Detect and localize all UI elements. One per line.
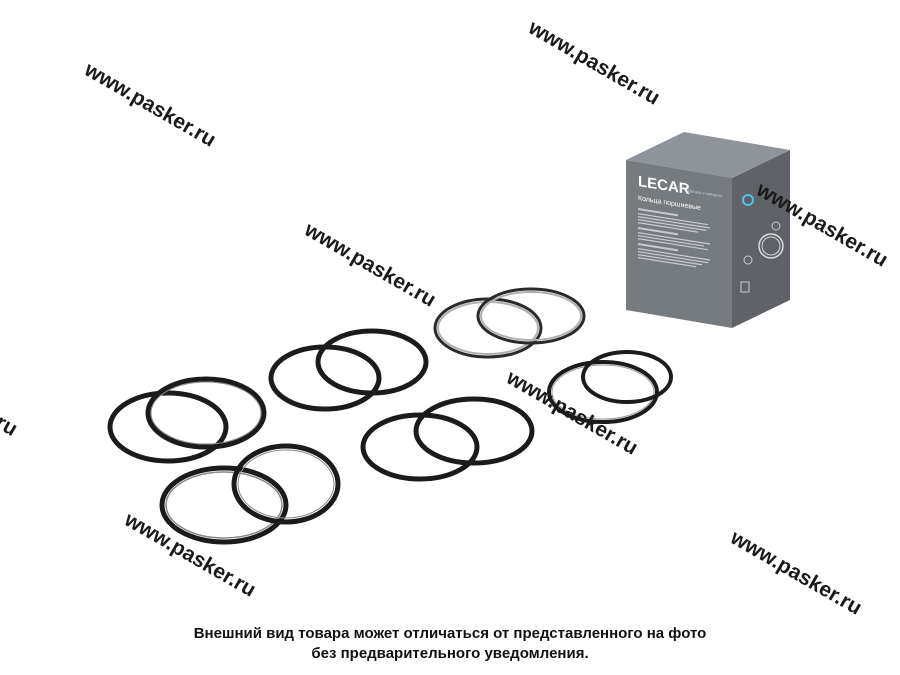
piston-ring (315, 328, 429, 396)
caption-line-2: без предварительного уведомления. (311, 645, 589, 662)
piston-ring (150, 381, 262, 445)
ring-outline-icon (761, 236, 781, 256)
box-front (626, 160, 732, 328)
piston-ring (237, 449, 335, 519)
box-top (626, 132, 790, 178)
circle-icon (771, 221, 781, 231)
piston-ring (547, 360, 659, 424)
piston-ring (360, 412, 480, 482)
piston-ring (159, 465, 289, 545)
piston-rings (107, 287, 673, 545)
piston-ring (581, 350, 673, 404)
disclaimer-caption: Внешний вид товара может отличаться от п… (0, 624, 900, 664)
piston-ring (413, 396, 535, 466)
piston-ring (480, 291, 582, 341)
piston-ring (551, 364, 655, 420)
piston-ring (437, 301, 539, 355)
caption-line-1: Внешний вид товара может отличаться от п… (193, 625, 707, 642)
piston-ring (165, 471, 283, 539)
label-icon (740, 281, 750, 293)
piston-ring (231, 443, 341, 525)
box-fine-print (638, 208, 710, 268)
product-box: LECAR Детали и запчасти Кольца поршневые (626, 132, 790, 328)
piston-ring (145, 376, 267, 450)
gear-icon (742, 194, 754, 206)
piston-ring (107, 390, 229, 464)
piston-ring (476, 287, 586, 345)
box-tagline: Детали и запчасти (688, 188, 722, 198)
arrow-icon (743, 255, 753, 265)
ring-outline-icon (758, 233, 784, 259)
